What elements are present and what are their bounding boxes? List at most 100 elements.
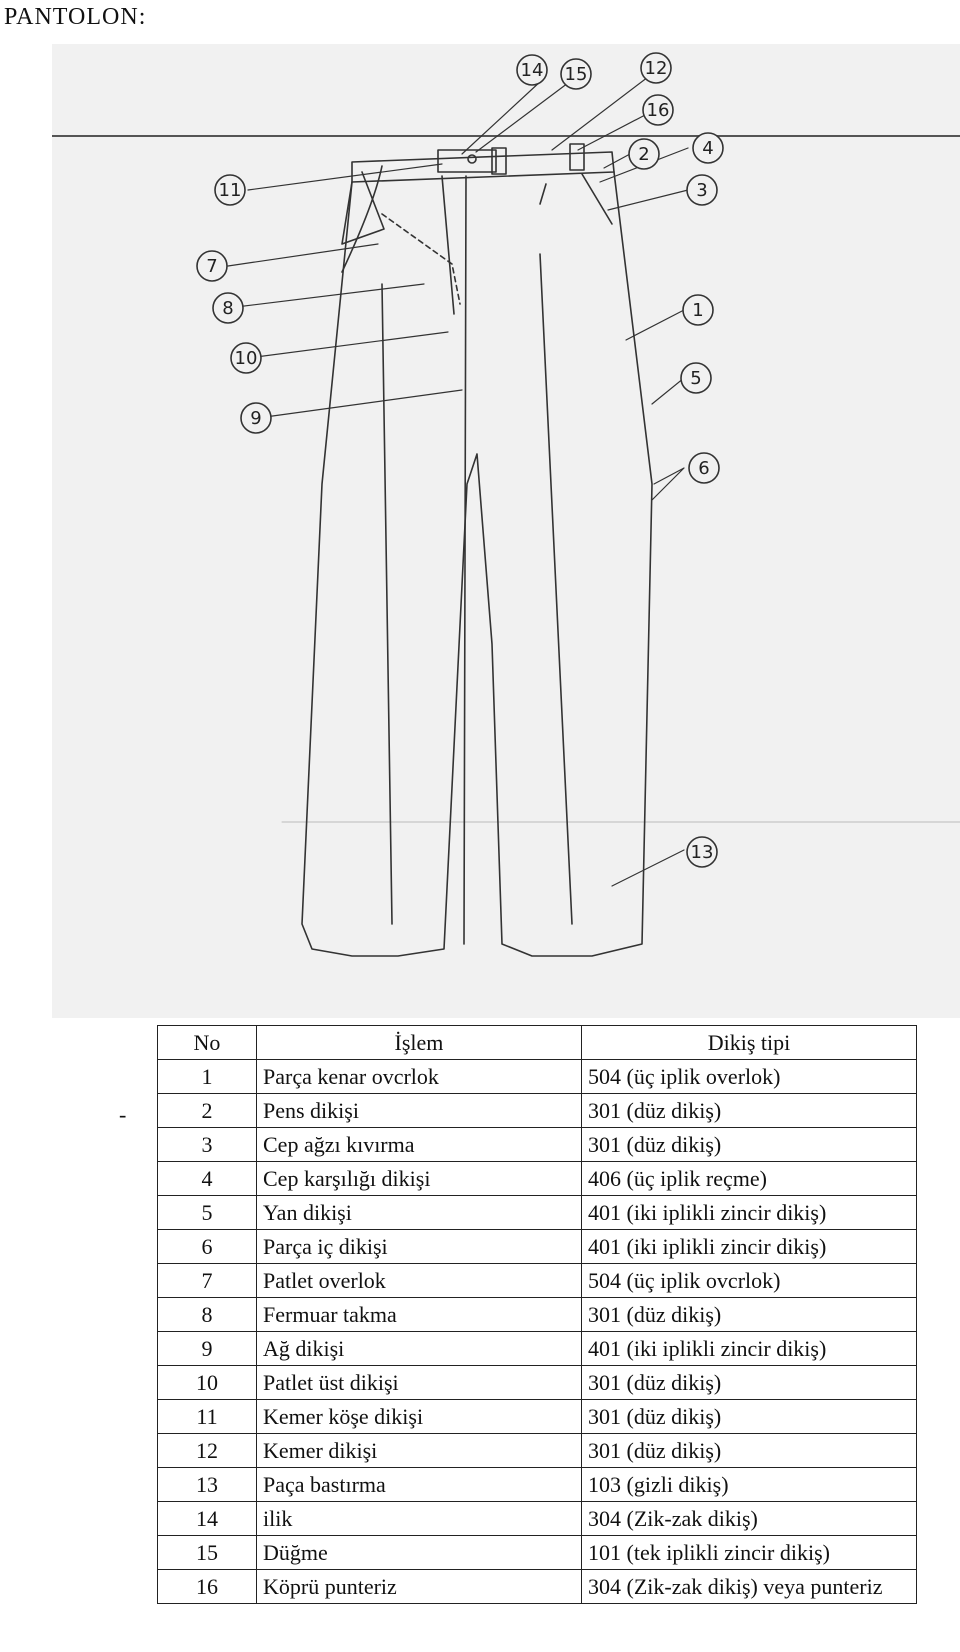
pocket-edge-left xyxy=(341,165,383,273)
row-number: 13 xyxy=(157,1467,257,1502)
pocket-edge-right xyxy=(581,173,613,225)
row-number: 16 xyxy=(157,1569,257,1604)
callout-6: 6 xyxy=(688,452,720,484)
row-number: 3 xyxy=(157,1127,257,1162)
row-number: 8 xyxy=(157,1297,257,1332)
row-stitch-type: 401 (iki iplikli zincir dikiş) xyxy=(581,1195,917,1230)
svg-text:8: 8 xyxy=(222,298,233,319)
callout-3: 3 xyxy=(686,174,718,206)
callout-7: 7 xyxy=(196,250,228,282)
callout-9: 9 xyxy=(240,402,272,434)
page-title: PANTOLON: xyxy=(4,4,147,30)
dart-right xyxy=(539,183,547,205)
svg-text:1: 1 xyxy=(692,300,703,321)
callout-12: 12 xyxy=(640,52,672,84)
row-operation: Fermuar takma xyxy=(256,1297,582,1332)
row-stitch-type: 301 (düz dikiş) xyxy=(581,1297,917,1332)
svg-text:4: 4 xyxy=(702,138,713,159)
row-number: 2 xyxy=(157,1093,257,1128)
row-operation: ilik xyxy=(256,1501,582,1536)
callout-5: 5 xyxy=(680,362,712,394)
row-operation: Cep ağzı kıvırma xyxy=(256,1127,582,1162)
row-operation: Paça bastırma xyxy=(256,1467,582,1502)
button-mark xyxy=(467,154,477,164)
callout-16: 16 xyxy=(642,94,674,126)
svg-text:15: 15 xyxy=(565,64,588,85)
callout-10: 10 xyxy=(230,342,262,374)
row-stitch-type: 406 (üç iplik reçme) xyxy=(581,1161,917,1196)
row-number: 14 xyxy=(157,1501,257,1536)
row-operation: Parça iç dikişi xyxy=(256,1229,582,1264)
fly-line xyxy=(441,175,455,315)
waistband-outline xyxy=(351,151,615,183)
row-operation: Kemer köşe dikişi xyxy=(256,1399,582,1434)
header-stitch-type: Dikiş tipi xyxy=(581,1025,917,1060)
row-operation: Kemer dikişi xyxy=(256,1433,582,1468)
callout-14: 14 xyxy=(516,54,548,86)
row-number: 5 xyxy=(157,1195,257,1230)
row-stitch-type: 101 (tek iplikli zincir dikiş) xyxy=(581,1535,917,1570)
callout-13: 13 xyxy=(686,836,718,868)
row-stitch-type: 504 (üç iplik overlok) xyxy=(581,1059,917,1094)
callout-2: 2 xyxy=(628,138,660,170)
fly-stitch xyxy=(381,213,461,305)
row-operation: Cep karşılığı dikişi xyxy=(256,1161,582,1196)
svg-text:7: 7 xyxy=(206,256,217,277)
waistband-corner xyxy=(341,171,385,245)
header-no: No xyxy=(157,1025,257,1060)
callout-4: 4 xyxy=(692,132,724,164)
trousers-sketch: 11 7 8 10 9 14 xyxy=(52,52,960,957)
row-number: 12 xyxy=(157,1433,257,1468)
row-stitch-type: 301 (düz dikiş) xyxy=(581,1093,917,1128)
row-stitch-type: 301 (düz dikiş) xyxy=(581,1127,917,1162)
svg-text:10: 10 xyxy=(235,348,258,369)
svg-text:3: 3 xyxy=(696,180,707,201)
belt-loop-front xyxy=(491,147,507,175)
callout-11: 11 xyxy=(214,174,246,206)
row-number: 10 xyxy=(157,1365,257,1400)
row-stitch-type: 301 (düz dikiş) xyxy=(581,1399,917,1434)
row-stitch-type: 301 (düz dikiş) xyxy=(581,1433,917,1468)
margin-dash: - xyxy=(119,1102,127,1127)
callout-1: 1 xyxy=(682,294,714,326)
row-operation: Köprü punteriz xyxy=(256,1569,582,1604)
row-operation: Pens dikişi xyxy=(256,1093,582,1128)
row-stitch-type: 401 (iki iplikli zincir dikiş) xyxy=(581,1229,917,1264)
header-operation: İşlem xyxy=(256,1025,582,1060)
row-stitch-type: 103 (gizli dikiş) xyxy=(581,1467,917,1502)
svg-text:2: 2 xyxy=(638,144,649,165)
trousers-outline xyxy=(301,171,653,957)
row-operation: Parça kenar ovcrlok xyxy=(256,1059,582,1094)
crease-right xyxy=(539,253,573,925)
callout-8: 8 xyxy=(212,292,244,324)
svg-text:9: 9 xyxy=(250,408,261,429)
row-stitch-type: 304 (Zik-zak dikiş) veya punteriz xyxy=(581,1569,917,1604)
svg-text:11: 11 xyxy=(219,180,242,201)
callout-15: 15 xyxy=(560,58,592,90)
crease-left xyxy=(381,283,393,925)
front-crease-center xyxy=(463,175,467,945)
row-operation: Patlet overlok xyxy=(256,1263,582,1298)
row-number: 1 xyxy=(157,1059,257,1094)
trousers-technical-drawing: 11 7 8 10 9 14 xyxy=(52,44,960,1018)
row-number: 7 xyxy=(157,1263,257,1298)
row-number: 11 xyxy=(157,1399,257,1434)
svg-text:12: 12 xyxy=(645,58,668,79)
row-stitch-type: 504 (üç iplik ovcrlok) xyxy=(581,1263,917,1298)
row-number: 15 xyxy=(157,1535,257,1570)
svg-text:5: 5 xyxy=(690,368,701,389)
